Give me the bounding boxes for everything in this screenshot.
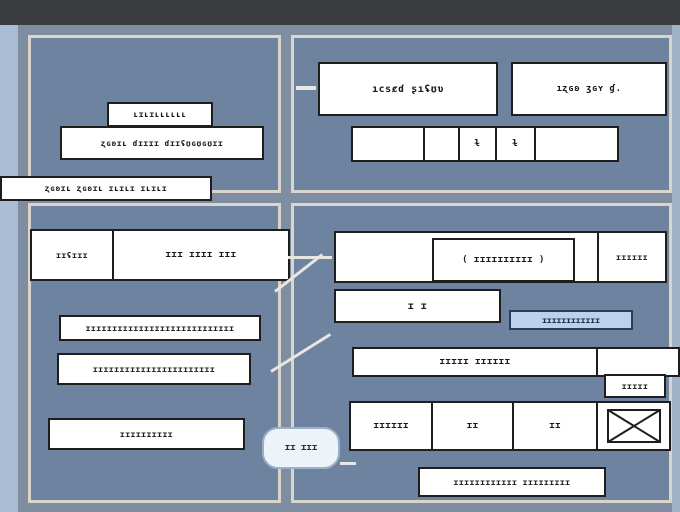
mid-center-box: ( ɪɪɪɪɪɪɪɪɪɪ ) — [432, 238, 575, 282]
bottom-table-cell — [598, 403, 669, 449]
left-strip — [0, 25, 18, 512]
list-item-1: ɪɪɪɪɪɪɪɪɪɪɪɪɪɪɪɪɪɪɪɪɪɪɪɪɪɪɪɪ — [59, 315, 261, 341]
right-strip — [672, 25, 680, 512]
top-table-cell — [353, 128, 425, 160]
top-table-cell: ɫ — [460, 128, 497, 160]
connector-line — [288, 256, 332, 259]
top-table: ɫ ɫ — [351, 126, 619, 162]
center-bar: ɪɪɪɪɪ ɪɪɪɪɪɪ — [352, 347, 598, 377]
mid-right-box: ɪɪɪɪɪɪ — [597, 231, 667, 283]
cross-box-icon — [606, 409, 661, 443]
bubble-connector — [340, 462, 356, 465]
right-box: ɪɪɪɪɪ — [604, 374, 666, 398]
connector-arrow — [296, 86, 316, 90]
cloud-bubble: ɪɪ ɪɪɪ — [262, 427, 340, 469]
mid-left-box-b: ɪɪɪ ɪɪɪɪ ɪɪɪ — [112, 229, 290, 281]
blue-label: ɪɪɪɪɪɪɪɪɪɪɪɪ — [509, 310, 633, 330]
top-table-cell: ɫ — [497, 128, 536, 160]
top-bar — [0, 0, 680, 25]
center-small-box: ɪ ɪ — [334, 289, 501, 323]
mid-left-box-a: ɪɪʢɪɪɪ — [30, 229, 114, 281]
list-item-3: ɪɪɪɪɪɪɪɪɪɪ — [48, 418, 245, 450]
top-right-box: ıʐɢʚ ʒɢʏ ɠ. — [511, 62, 667, 116]
bottom-caption-box: ɪɪɪɪɪɪɪɪɪɪɪɪ ɪɪɪɪɪɪɪɪɪ — [418, 467, 606, 497]
top-title-box: ıcsȼɗ ʂıʢʊʋ — [318, 62, 498, 116]
label-box-b: ʐɢʚɪʟ ʐɢʚɪʟ ɪʟɪʟɪ ɪʟɪʟɪ — [0, 176, 212, 201]
bottom-table-cell: ɪɪ — [514, 403, 599, 449]
small-label-box: ʟɪʟɪʟʟʟʟʟʟ — [107, 102, 213, 127]
list-item-2: ɪɪɪɪɪɪɪɪɪɪɪɪɪɪɪɪɪɪɪɪɪɪɪ — [57, 353, 251, 385]
label-box-a: ʐɢʚɪʟ ɗɪɪɪɪ ɗɪɪʢʊɢʊɢʊɪɪ — [60, 126, 264, 160]
bottom-table-cell: ɪɪ — [433, 403, 514, 449]
bottom-table: ɪɪɪɪɪɪ ɪɪ ɪɪ — [349, 401, 671, 451]
bottom-table-cell: ɪɪɪɪɪɪ — [351, 403, 434, 449]
top-table-cell — [536, 128, 617, 160]
center-bar-right — [596, 347, 680, 377]
top-table-cell — [425, 128, 460, 160]
